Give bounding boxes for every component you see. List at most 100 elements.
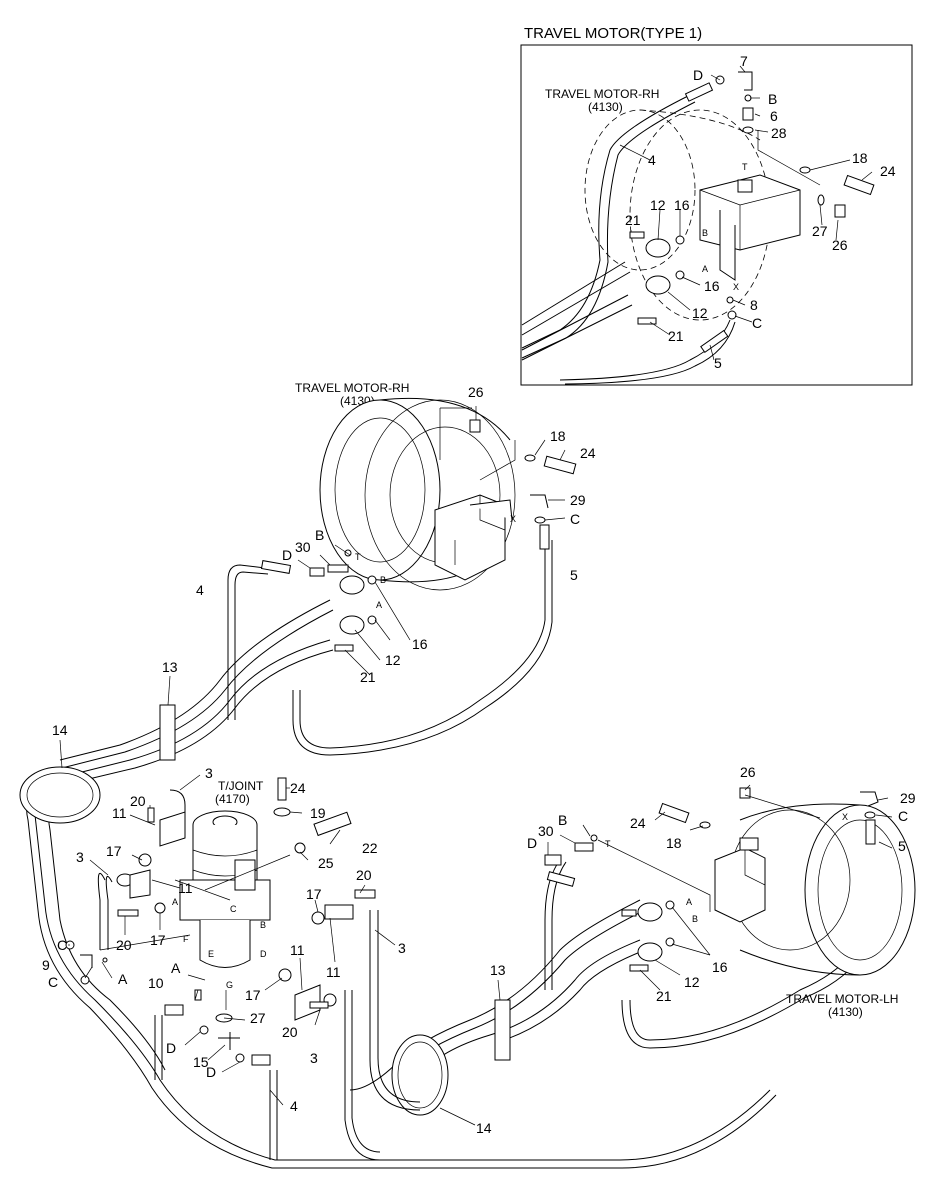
tjoint-assembly: T/JOINT (4170) A B C D E F G: [42, 765, 406, 1114]
lh-motor-drum: [729, 803, 916, 976]
inset-callout-21b: 21: [668, 328, 684, 344]
tjoint-callout-27: 27: [250, 1010, 266, 1026]
rh-port-t: T: [355, 552, 361, 562]
rh-callout-d: D: [282, 547, 292, 563]
inset-title: TRAVEL MOTOR(TYPE 1): [524, 25, 702, 42]
rh-callout-21: 21: [360, 669, 376, 685]
rh-callout-16: 16: [412, 636, 428, 652]
inset-callout-5: 5: [714, 355, 722, 371]
rh-fittings: [309, 419, 577, 652]
inset-callout-d: D: [693, 67, 703, 83]
lh-callout-18: 18: [666, 835, 682, 851]
inset-port-b: B: [702, 228, 708, 238]
rh-motor-assembly: TRAVEL MOTOR-RH (4130) X T B A: [196, 381, 596, 685]
inset-callout-16a: 16: [674, 197, 690, 213]
lh-callout-26: 26: [740, 764, 756, 780]
tjoint-callout-24: 24: [290, 780, 306, 796]
rh-motor-drum: [319, 397, 516, 591]
tjoint-callout-17c: 17: [306, 886, 322, 902]
hose-clamp-13-lower: [494, 999, 511, 1061]
tjoint-callout-a1: A: [118, 971, 128, 987]
clamp-callout-13: 13: [162, 659, 178, 675]
rh-callout-c: C: [570, 511, 580, 527]
inset-frame: [520, 44, 913, 386]
tjoint-callout-11b: 11: [178, 880, 193, 896]
tjoint-callout-11a: 11: [112, 805, 127, 821]
inset-port-a: A: [702, 264, 708, 274]
tjoint-leaders: [68, 774, 396, 1106]
inset-callout-6: 6: [770, 108, 778, 124]
tjoint-callout-11d: 11: [290, 942, 305, 958]
lh-callout-b: B: [558, 812, 567, 828]
rh-port-a: A: [376, 600, 382, 610]
inset-leaders: [619, 65, 873, 361]
inset-callout-c: C: [752, 315, 762, 331]
tjoint-port-g: G: [226, 980, 233, 990]
tjoint-code: (4170): [215, 792, 250, 806]
tjoint-port-e: E: [208, 949, 214, 959]
inset-valve-block: T B A X: [699, 162, 801, 292]
hose-clamp-13-upper: [159, 704, 176, 761]
rh-port-x: X: [510, 514, 516, 524]
lh-callout-d: D: [527, 835, 537, 851]
lh-callout-14: 14: [476, 1120, 492, 1136]
tjoint-callout-3d: 3: [310, 1050, 318, 1066]
hose-clamp-14-right: [391, 1034, 449, 1116]
inset-callout-12: 12: [650, 197, 666, 213]
lh-leaders: [547, 784, 893, 991]
lh-callout-30: 30: [538, 823, 554, 839]
inset-callout-12b: 12: [692, 305, 708, 321]
clamp-callout-14: 14: [52, 722, 68, 738]
rh-valve-block: X T B A: [355, 494, 516, 610]
rh-callout-30: 30: [295, 539, 311, 555]
lh-callout-21: 21: [656, 988, 672, 1004]
inset-callout-26: 26: [832, 237, 848, 253]
inset-callout-8: 8: [750, 297, 758, 313]
inset-port-t: T: [742, 162, 748, 172]
lh-port-b: B: [692, 914, 698, 924]
tjoint-callout-20c: 20: [356, 867, 372, 883]
lh-port-t: T: [605, 839, 611, 849]
lh-callout-16: 16: [712, 959, 728, 975]
tjoint-port-f: F: [183, 934, 189, 944]
rh-port-b: B: [380, 575, 386, 585]
hose-routing: [19, 524, 880, 1169]
lh-motor-label: TRAVEL MOTOR-LH: [786, 992, 898, 1006]
lh-callout-c: C: [898, 808, 908, 824]
inset-fittings: [629, 71, 875, 325]
rh-motor-label: TRAVEL MOTOR-RH: [295, 381, 409, 395]
rh-callout-b: B: [315, 527, 324, 543]
rh-callout-12: 12: [385, 652, 401, 668]
inset-callout-7: 7: [740, 53, 748, 69]
tjoint-callout-c1: C: [57, 937, 67, 953]
tjoint-callout-22: 22: [362, 840, 378, 856]
inset-callout-4: 4: [648, 152, 656, 168]
tjoint-callout-a2: A: [171, 960, 181, 976]
inset-callout-16b: 16: [704, 278, 720, 294]
tjoint-callout-19: 19: [310, 805, 326, 821]
tjoint-callout-d2: D: [206, 1064, 216, 1080]
inset-callout-24: 24: [880, 163, 896, 179]
tjoint-callout-3c: 3: [398, 940, 406, 956]
tjoint-callout-d1: D: [166, 1040, 176, 1056]
tjoint-callout-25: 25: [318, 855, 334, 871]
tjoint-callout-3b: 3: [76, 849, 84, 865]
rh-callout-26: 26: [468, 384, 484, 400]
clamp-labels: 13 14: [52, 659, 178, 769]
lh-port-a: A: [686, 897, 692, 907]
tjoint-callout-17a: 17: [106, 843, 122, 859]
tjoint-callout-10: 10: [148, 975, 164, 991]
lh-fittings: [544, 787, 879, 972]
tjoint-port-a: A: [172, 897, 178, 907]
inset-hoses: [521, 82, 736, 385]
rh-leaders: [297, 406, 566, 676]
tjoint-body: A B C D E F G: [172, 810, 271, 990]
tjoint-callout-20b: 20: [116, 937, 132, 953]
inset-panel: TRAVEL MOTOR(TYPE 1) TRAVEL MOTOR-RH (41…: [520, 25, 913, 386]
tjoint-port-c: C: [230, 904, 237, 914]
rh-callout-18: 18: [550, 428, 566, 444]
lh-callout-24: 24: [630, 815, 646, 831]
tjoint-callout-17b: 17: [150, 932, 166, 948]
inset-motor-label: TRAVEL MOTOR-RH: [545, 87, 659, 101]
